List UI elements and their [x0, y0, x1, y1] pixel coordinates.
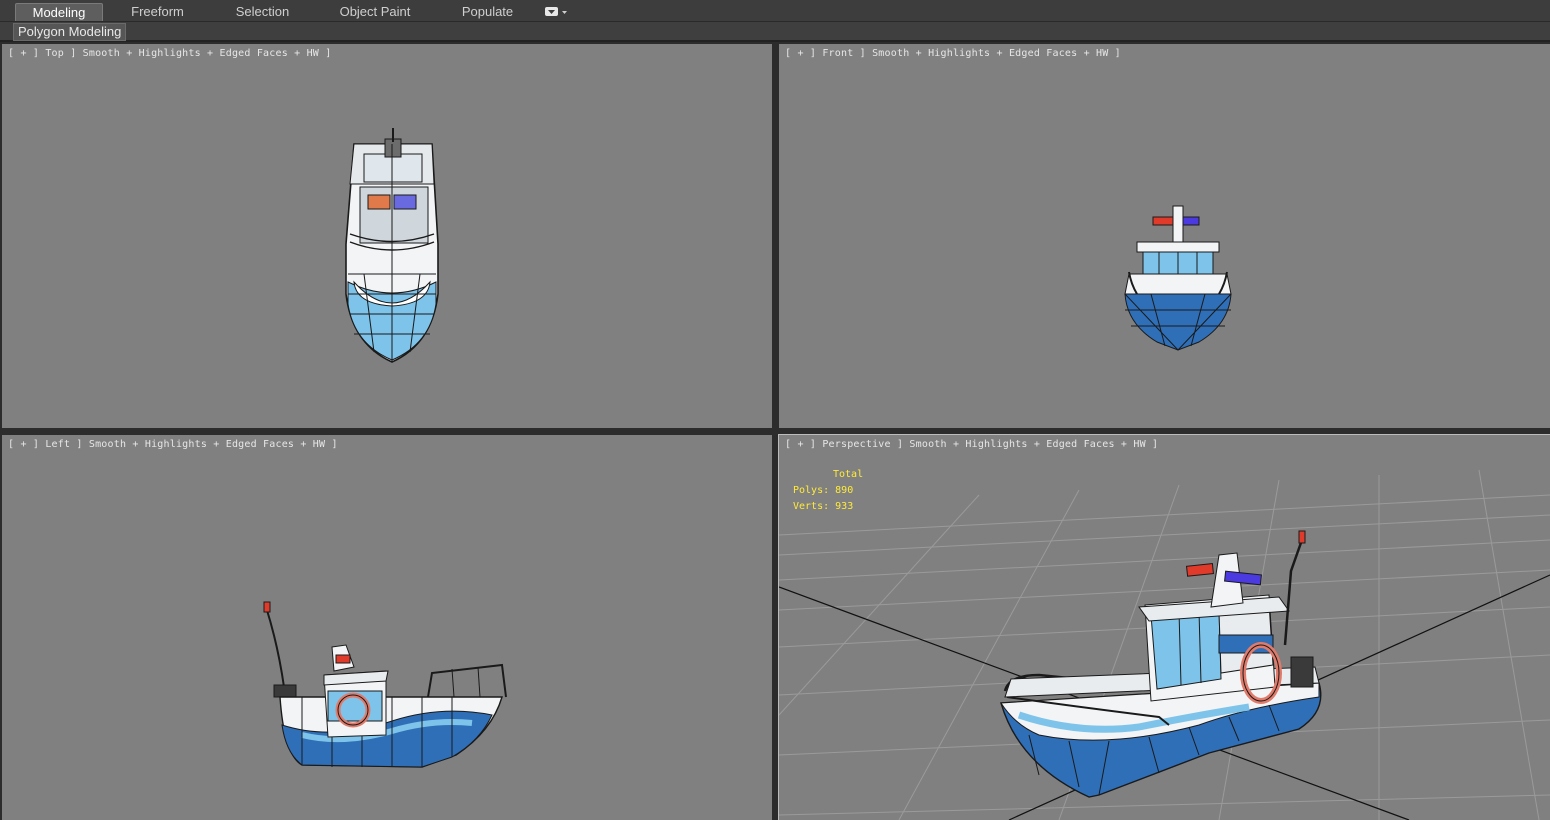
- statistics-overlay: Total Polys: 890 Verts: 933: [793, 467, 863, 515]
- verts-value: 933: [835, 501, 854, 512]
- tab-populate[interactable]: Populate: [461, 4, 514, 19]
- viewport-perspective[interactable]: [ + ] Perspective ] Smooth + Highlights …: [778, 434, 1550, 820]
- viewport-front[interactable]: [ + ] Front ] Smooth + Highlights + Edge…: [779, 44, 1550, 428]
- boat-top-view: [345, 128, 439, 363]
- statistics-verts: Verts: 933: [793, 499, 863, 515]
- statistics-header: Total: [833, 469, 864, 480]
- viewport-label-front[interactable]: [ + ] Front ] Smooth + Highlights + Edge…: [785, 48, 1121, 59]
- boat-perspective: [1000, 530, 1322, 798]
- panel-dropdown-icon[interactable]: [544, 6, 570, 18]
- verts-label: Verts:: [793, 501, 830, 512]
- boat-front-view: [1124, 205, 1232, 351]
- ribbon-sub-panel-bar: Polygon Modeling: [0, 22, 1550, 42]
- statistics-polys: Polys: 890: [793, 483, 863, 499]
- tab-selection[interactable]: Selection: [235, 4, 290, 19]
- tab-object-paint[interactable]: Object Paint: [339, 4, 411, 19]
- ribbon-tab-bar: Modeling Freeform Selection Object Paint…: [0, 0, 1550, 22]
- polys-value: 890: [835, 485, 854, 496]
- polys-label: Polys:: [793, 485, 830, 496]
- viewport-left[interactable]: [ + ] Left ] Smooth + Highlights + Edged…: [2, 435, 772, 820]
- viewport-label-left[interactable]: [ + ] Left ] Smooth + Highlights + Edged…: [8, 439, 338, 450]
- viewport-area: [ + ] Top ] Smooth + Highlights + Edged …: [0, 42, 1550, 820]
- tab-freeform[interactable]: Freeform: [131, 4, 184, 19]
- viewport-label-top[interactable]: [ + ] Top ] Smooth + Highlights + Edged …: [8, 48, 332, 59]
- polygon-modeling-panel-toggle[interactable]: Polygon Modeling: [13, 23, 127, 41]
- viewport-top[interactable]: [ + ] Top ] Smooth + Highlights + Edged …: [2, 44, 772, 428]
- boat-left-view: [263, 601, 507, 768]
- tab-modeling[interactable]: Modeling: [15, 3, 103, 21]
- viewport-label-perspective[interactable]: [ + ] Perspective ] Smooth + Highlights …: [785, 439, 1159, 450]
- perspective-scene: [779, 469, 1550, 820]
